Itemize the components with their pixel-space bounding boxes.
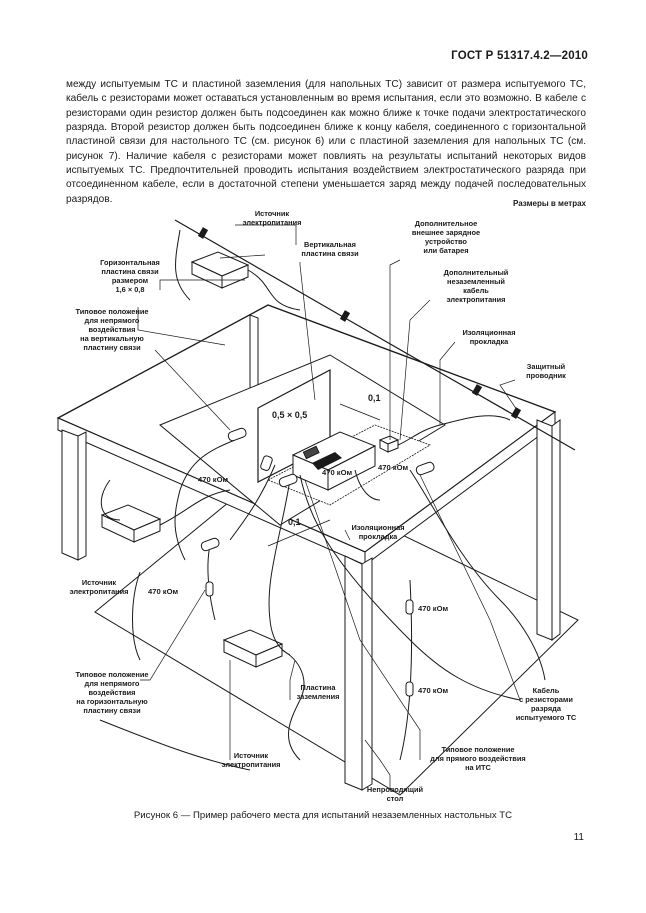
power-source-left-box — [100, 504, 162, 543]
power-source-bottom-box — [222, 629, 284, 668]
figure-caption: Рисунок 6 — Пример рабочего места для ис… — [133, 810, 513, 821]
charger-box — [378, 435, 400, 453]
resistor-label-3: 470 кОм — [378, 463, 408, 472]
dimension-gap-front: 0,1 — [288, 517, 301, 527]
resistor-label-6: 470 кОм — [418, 686, 448, 695]
leader-lines — [137, 224, 521, 790]
resistors — [200, 427, 435, 697]
resistor-label-1: 470 кОм — [198, 475, 228, 484]
dimension-vertical-plate: 0,5 × 0,5 — [272, 410, 307, 420]
resistor-label-4: 470 кОм — [148, 587, 178, 596]
page-number: 11 — [573, 832, 584, 843]
ferrite-clamps — [197, 227, 522, 419]
standard-number: ГОСТ Р 51317.4.2—2010 — [451, 50, 588, 62]
body-text: между испытуемым ТС и пластиной заземлен… — [66, 78, 586, 207]
resistor-label-2: 470 кОм — [322, 468, 352, 477]
esd-generator-gun — [312, 452, 342, 470]
body-paragraph: между испытуемым ТС и пластиной заземлен… — [66, 79, 586, 205]
resistor-label-5: 470 кОм — [418, 604, 448, 613]
units-note: Размеры в метрах — [513, 199, 586, 208]
ground-reference-plane — [94, 469, 579, 796]
power-source-top-box — [190, 251, 250, 289]
dimension-gap-top: 0,1 — [368, 393, 381, 403]
dimension-lines — [267, 403, 381, 547]
eut-box — [291, 431, 377, 491]
